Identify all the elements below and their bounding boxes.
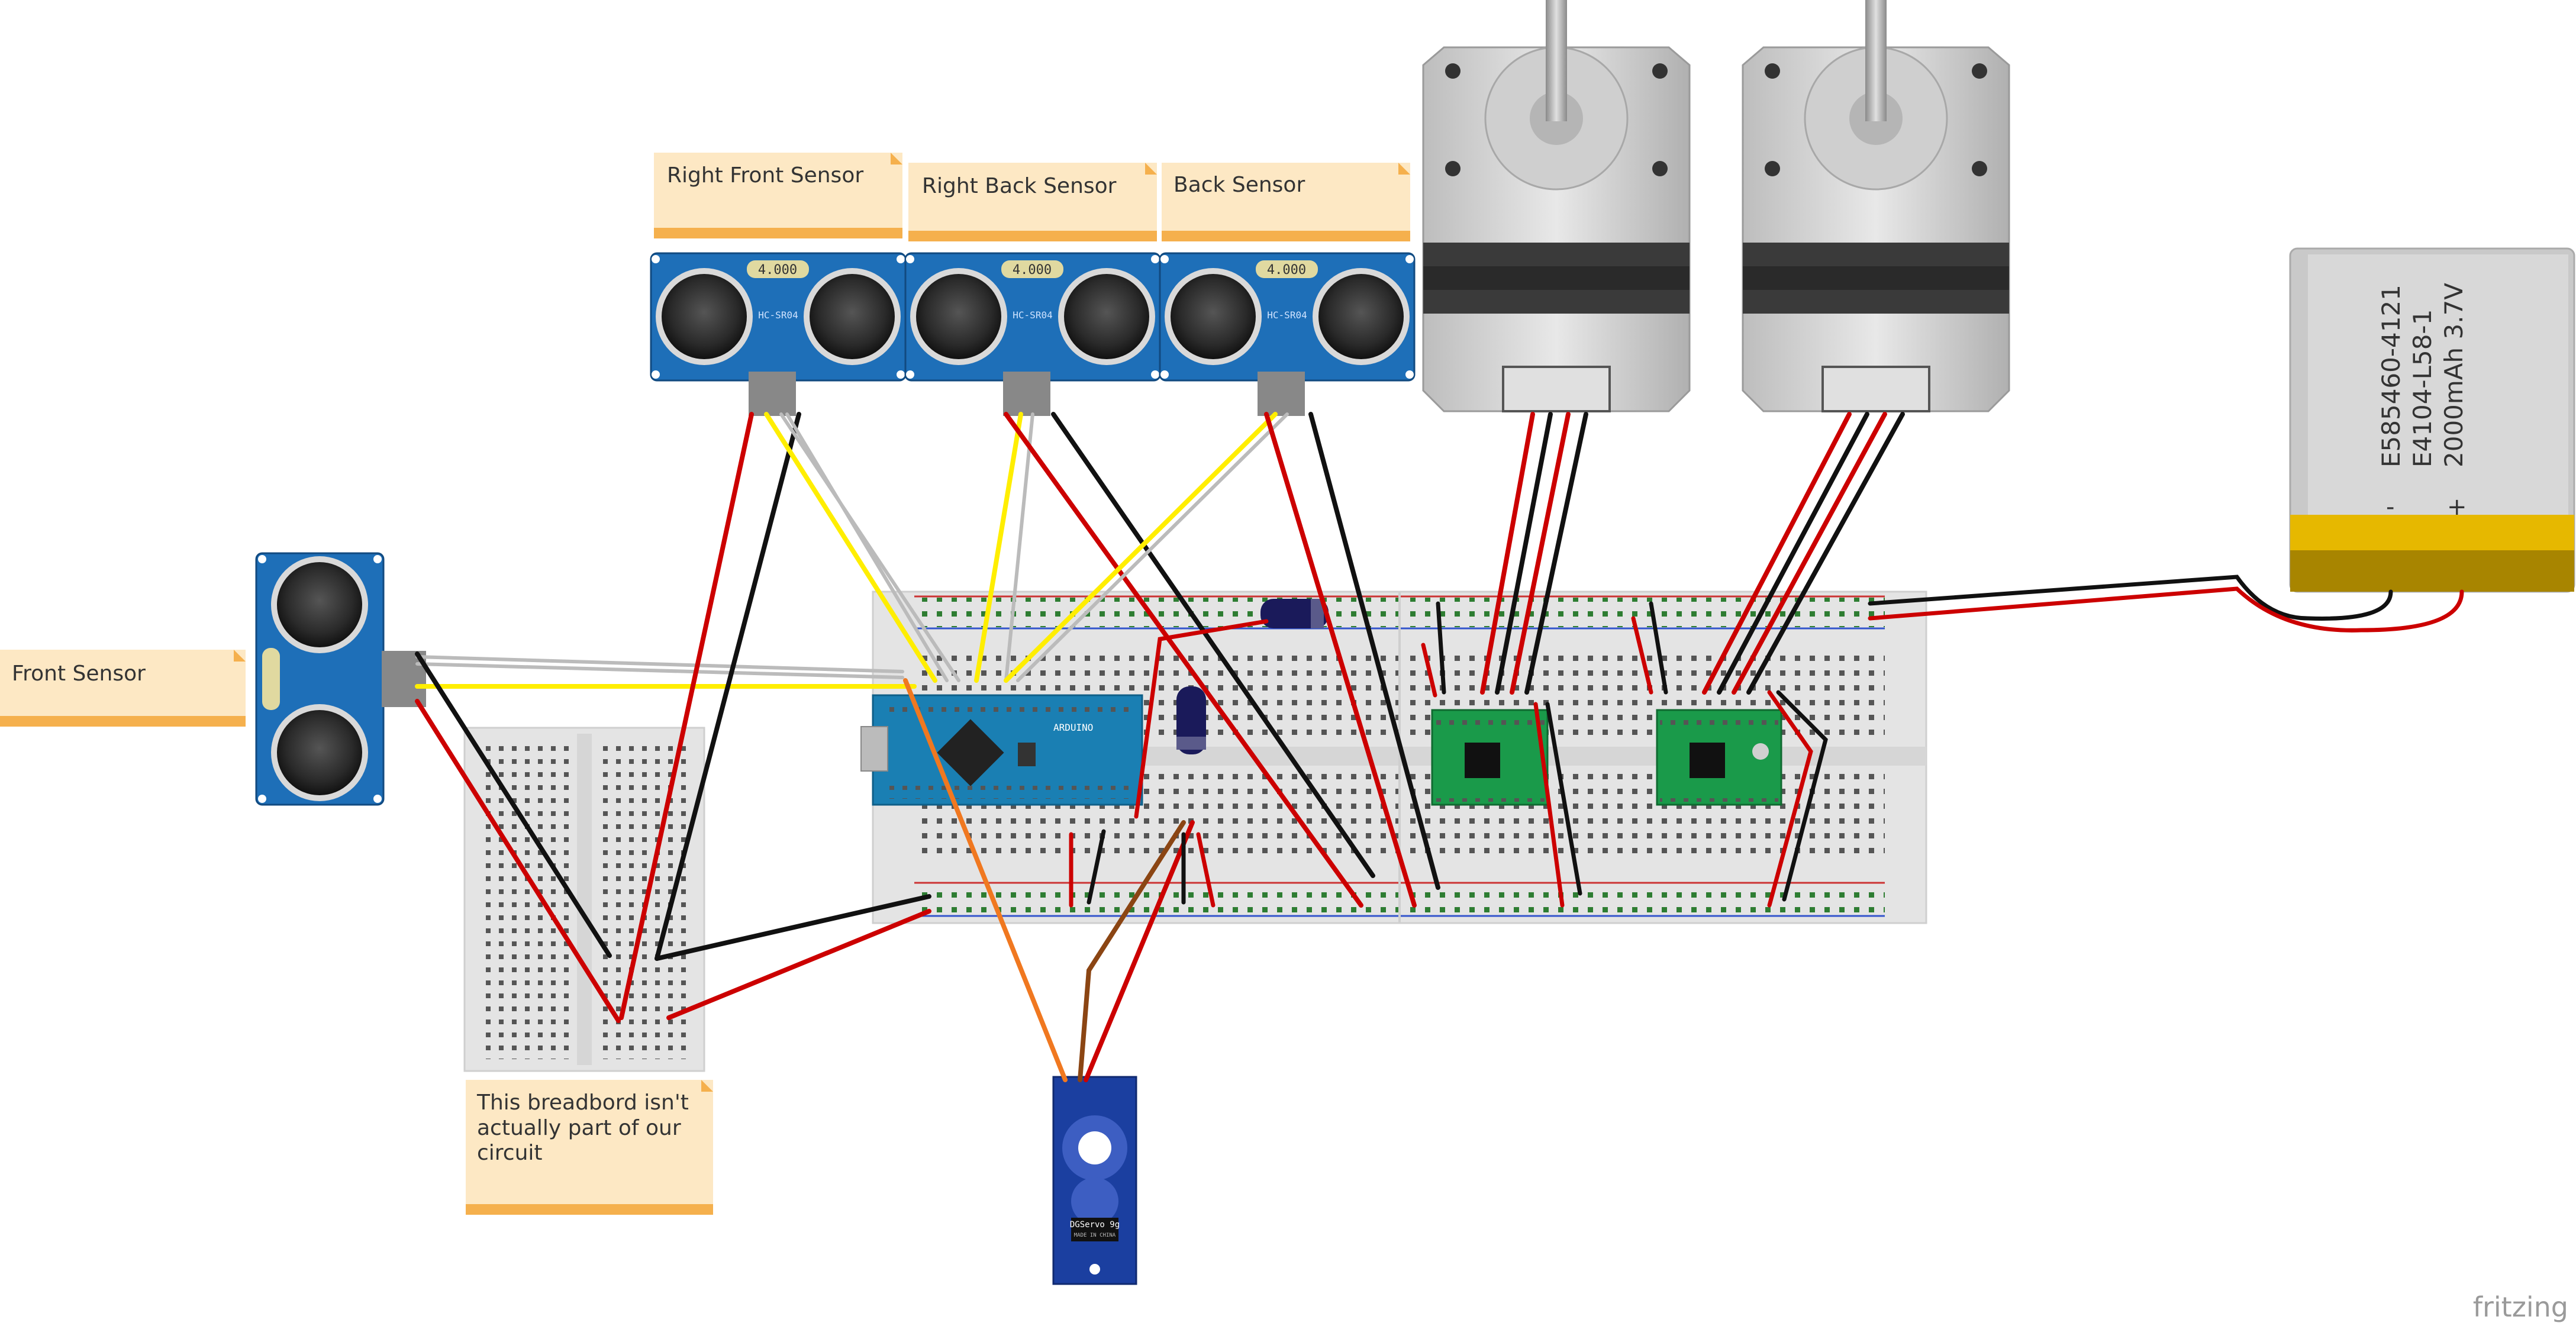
lipo-battery: E585460-4121 E4104-L58-1 2000mAh 3.7V - … xyxy=(2289,247,2575,593)
wiring xyxy=(415,412,2464,1082)
sensor-crystal-label: 4.000 xyxy=(1013,263,1052,278)
note-front-label: Front Sensor xyxy=(12,662,146,686)
wire-black xyxy=(1308,412,1440,890)
battery-label-3: 2000mAh 3.7V xyxy=(2439,283,2468,467)
sensor-crystal-label: 4.000 xyxy=(758,263,797,278)
note-back-label: Back Sensor xyxy=(1173,173,1305,197)
wire-red xyxy=(1631,616,1653,695)
wire-red xyxy=(415,699,621,1023)
wire-black xyxy=(1776,690,1828,902)
note-front-sensor: Front Sensor xyxy=(0,650,246,727)
wire-white xyxy=(779,412,960,682)
unused-breadboard xyxy=(463,727,705,1072)
wire-white xyxy=(415,655,904,673)
sensor-crystal-label: 4.000 xyxy=(1267,263,1306,278)
wire-white xyxy=(785,412,949,682)
wire-black xyxy=(655,894,931,961)
ultrasonic-sensor-front xyxy=(255,552,426,806)
wire-red xyxy=(1510,412,1571,695)
wire-white xyxy=(1004,412,1034,682)
stepper-motor-right xyxy=(1742,0,2010,412)
wire-red xyxy=(1702,412,1852,695)
note-back-sensor: Back Sensor xyxy=(1162,163,1410,241)
stepper-driver-left xyxy=(1431,709,1549,806)
note-right-front-label: Right Front Sensor xyxy=(667,163,863,188)
wire-orange xyxy=(903,678,1068,1082)
wire-black xyxy=(1746,412,1905,695)
ultrasonic-sensor-right-front: 4.000 HC-SR04 xyxy=(650,252,907,416)
wire-red xyxy=(1732,412,1887,695)
note-right-back-sensor: Right Back Sensor xyxy=(908,163,1157,241)
arduino-label: ARDUINO xyxy=(1053,722,1093,733)
wire-black xyxy=(1649,601,1668,695)
sensor-model-label: HC-SR04 xyxy=(758,309,798,321)
servo-label: DGServo 9g xyxy=(1070,1220,1120,1230)
capacitor-vertical xyxy=(1176,686,1206,754)
note-unused-breadboard: This breadbord isn't actually part of ou… xyxy=(466,1080,713,1215)
battery-plus-label: + xyxy=(2447,493,2467,521)
note-breadboard-line3: circuit xyxy=(477,1141,543,1165)
wire-black xyxy=(1524,412,1588,695)
wire-red xyxy=(1004,412,1363,908)
capacitor-horizontal xyxy=(1260,599,1329,628)
servo-sublabel: MADE IN CHINA xyxy=(1074,1233,1116,1238)
fritzing-watermark: fritzing xyxy=(2473,1291,2568,1323)
arduino-nano: ARDUINO xyxy=(860,694,1143,806)
wire-red xyxy=(1084,820,1195,1082)
battery-label-1: E585460-4121 xyxy=(2377,285,2406,467)
wire-red xyxy=(666,909,931,1020)
sensor-model-label: HC-SR04 xyxy=(1013,309,1052,321)
note-right-back-label: Right Back Sensor xyxy=(922,174,1117,198)
wire-black xyxy=(1717,412,1869,695)
battery-label-2: E4104-L58-1 xyxy=(2408,309,2437,467)
wire-black xyxy=(1868,575,2393,621)
ultrasonic-sensor-right-back: 4.000 HC-SR04 xyxy=(904,252,1161,416)
note-right-front-sensor: Right Front Sensor xyxy=(654,153,902,238)
wire-yellow xyxy=(974,412,1023,683)
wire-black xyxy=(1087,829,1106,905)
note-breadboard-line1: This breadbord isn't xyxy=(476,1091,689,1115)
wire-black xyxy=(1545,702,1582,896)
wire-red xyxy=(1767,690,1813,908)
wire-black xyxy=(415,651,612,958)
wire-yellow xyxy=(764,412,937,683)
servo-motor: DGServo 9g MADE IN CHINA xyxy=(1052,1076,1137,1285)
sensor-model-label: HC-SR04 xyxy=(1267,309,1307,321)
wire-red xyxy=(1533,702,1565,908)
wire-white xyxy=(415,662,904,679)
stepper-driver-right xyxy=(1656,709,1782,806)
wire-red xyxy=(1421,643,1437,698)
note-breadboard-line2: actually part of our xyxy=(477,1116,681,1140)
wire-red xyxy=(619,412,754,1020)
wire-red xyxy=(1134,619,1269,819)
battery-minus-label: - xyxy=(2386,493,2394,521)
wire-black xyxy=(1495,412,1553,695)
wire-white xyxy=(1016,412,1289,682)
wire-black xyxy=(655,412,801,961)
wire-red xyxy=(1196,832,1216,908)
wire-black xyxy=(1436,601,1446,695)
wire-yellow xyxy=(1004,412,1278,683)
wire-brown xyxy=(1078,820,1186,1082)
wire-red xyxy=(1264,412,1417,908)
wire-red xyxy=(1480,412,1535,695)
stepper-motor-left xyxy=(1422,0,1691,412)
wire-black xyxy=(1051,412,1375,878)
ultrasonic-sensor-back: 4.000 HC-SR04 xyxy=(1159,252,1416,416)
wire-red xyxy=(1868,586,2464,633)
